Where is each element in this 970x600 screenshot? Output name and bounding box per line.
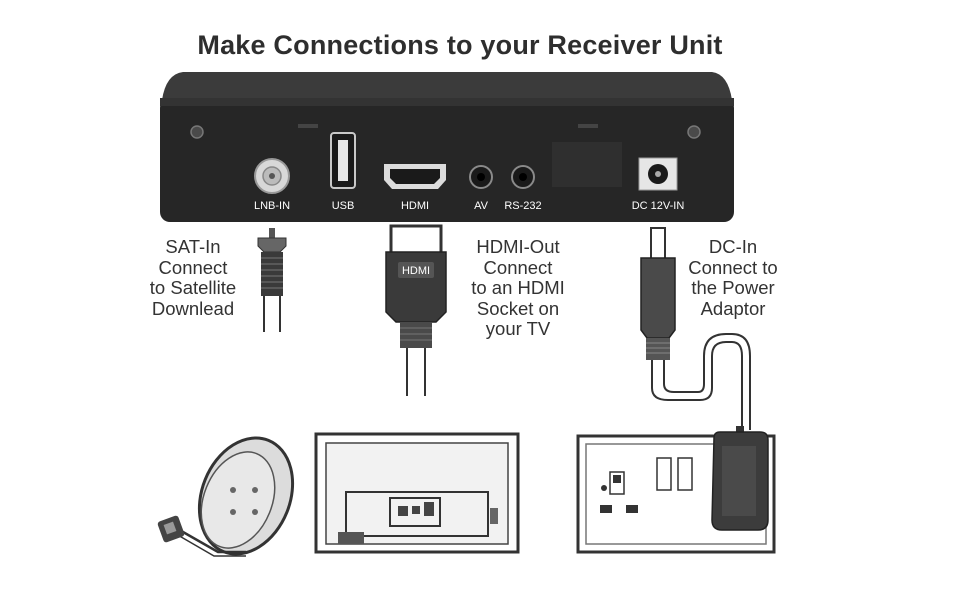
caption-hdmi-out-line: Socket on xyxy=(476,297,560,319)
caption-dc-in-line: the Power xyxy=(691,277,775,298)
port-label-lnb-in: LNB-IN xyxy=(254,200,290,212)
hdmi-port xyxy=(384,164,446,189)
power-adaptor-icon xyxy=(711,426,769,531)
receiver-unit: LNB-IN USB HDMI AV RS-232 xyxy=(160,72,734,222)
caption-sat-in-line: Connect xyxy=(158,256,228,278)
hdmi-plug-label: HDMI xyxy=(402,265,430,277)
caption-hdmi-out-line: HDMI-Out xyxy=(476,236,560,257)
lnb-in-port xyxy=(254,158,290,194)
dc-in-port xyxy=(638,157,678,191)
tv-back-icon xyxy=(314,432,520,554)
caption-dc-in-line: Connect to xyxy=(688,256,778,278)
f-connector-icon xyxy=(257,228,287,332)
caption-dc-in-line: Adaptor xyxy=(700,297,766,319)
caption-hdmi-out-line: to an HDMI xyxy=(471,277,565,298)
port-label-av: AV xyxy=(474,200,489,212)
caption-sat-in-line: SAT-In xyxy=(165,236,221,257)
rs232-port xyxy=(511,165,535,189)
satellite-dish-icon xyxy=(157,436,295,557)
page-title: Make Connections to your Receiver Unit xyxy=(197,30,723,60)
hdmi-plug-icon: HDMI xyxy=(385,224,447,396)
caption-sat-in-line: to Satellite xyxy=(149,277,237,298)
av-port xyxy=(469,165,493,189)
caption-dc-in: DC-In Connect to the Power Adaptor xyxy=(676,236,790,319)
port-label-hdmi: HDMI xyxy=(401,200,429,212)
caption-sat-in: SAT-In Connect to Satellite Downlead xyxy=(138,236,248,319)
usb-port xyxy=(330,132,356,189)
port-label-usb: USB xyxy=(332,200,355,212)
port-label-dc-in: DC 12V-IN xyxy=(632,200,685,212)
caption-dc-in-line: DC-In xyxy=(708,236,758,257)
caption-sat-in-line: Downlead xyxy=(151,297,235,319)
caption-hdmi-out-line: your TV xyxy=(485,318,551,339)
caption-hdmi-out-line: Connect xyxy=(483,256,553,278)
port-label-rs232: RS-232 xyxy=(504,200,541,212)
caption-hdmi-out: HDMI-Out Connect to an HDMI Socket on yo… xyxy=(458,236,578,340)
dc-plug-icon xyxy=(640,227,751,430)
